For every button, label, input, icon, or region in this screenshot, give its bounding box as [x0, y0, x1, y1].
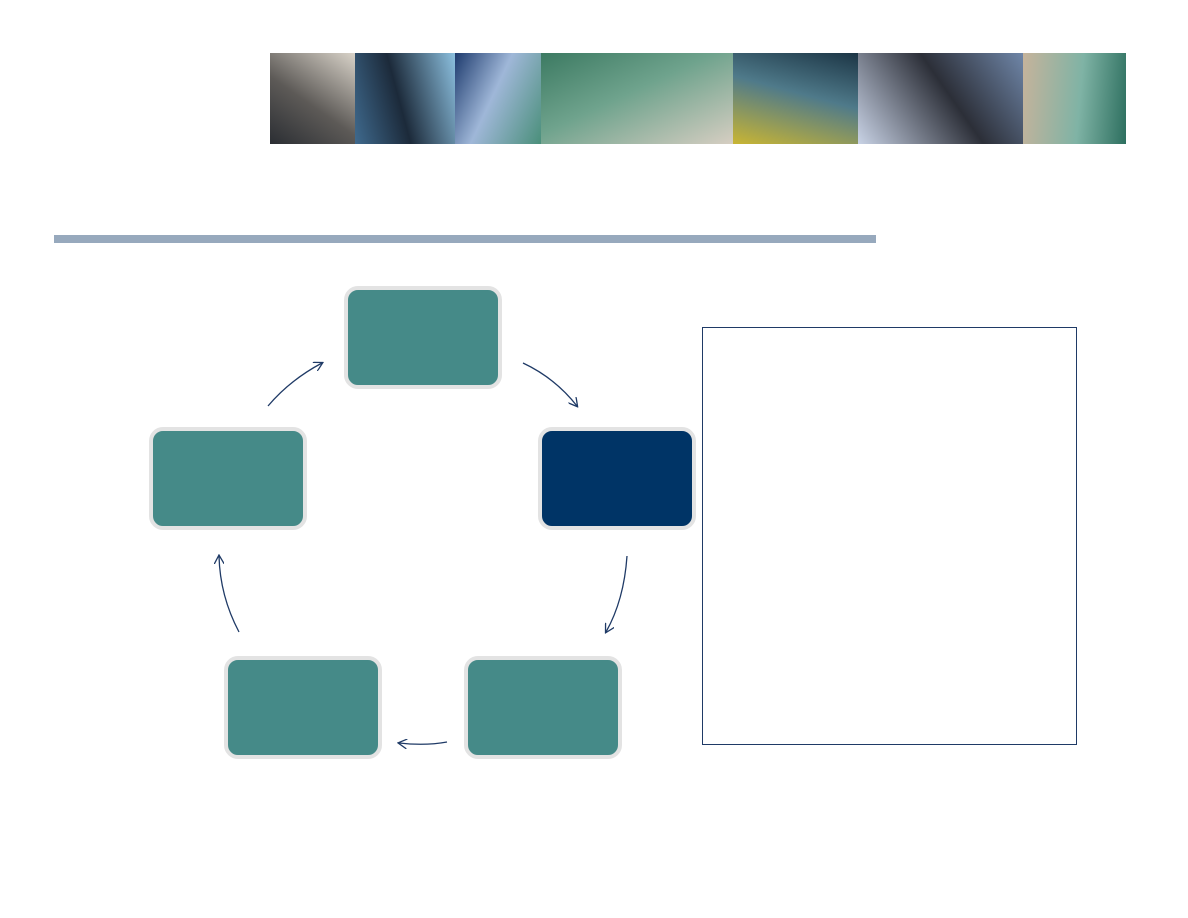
workers-on-scaffold-photo: [355, 53, 455, 144]
cycle-box-bottom-right: [464, 656, 622, 759]
arrow-right-to-bottom-right: [606, 555, 628, 632]
turbine-blades-photo: [270, 53, 355, 144]
arrow-bottom-right-to-bottom-left: [399, 742, 448, 744]
cycle-box-left: [149, 427, 307, 530]
circuit-component-photo: [455, 53, 541, 144]
arrow-left-to-top: [267, 363, 322, 407]
conveyor-packages-photo: [1023, 53, 1126, 144]
title-divider: [54, 235, 876, 243]
header-image-banner: [270, 53, 1126, 144]
cycle-box-top: [344, 286, 502, 389]
arrow-bottom-left-to-left: [219, 556, 240, 633]
airplane-in-sky-photo: [858, 53, 1023, 144]
keyboard-and-mouse-photo: [541, 53, 733, 144]
cycle-box-bottom-left: [224, 656, 382, 759]
industrial-machinery-photo: [733, 53, 858, 144]
text-panel: [702, 327, 1077, 745]
cycle-box-right: [538, 427, 696, 530]
arrow-top-to-right: [522, 362, 577, 406]
